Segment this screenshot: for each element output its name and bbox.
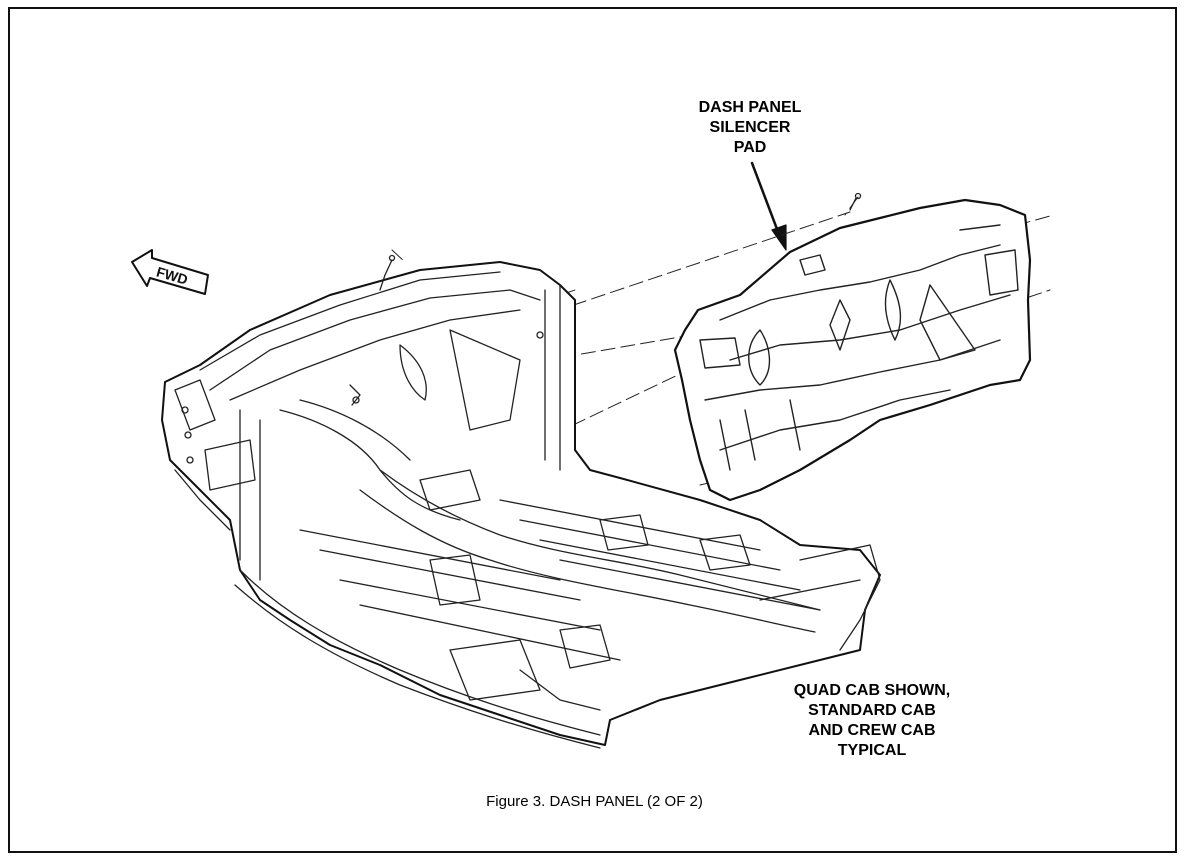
silencer-label-line-3: PAD <box>733 139 767 156</box>
cab-note-line-2: STANDARD CAB <box>808 702 936 719</box>
cab-note-line-1: QUAD CAB SHOWN, <box>793 682 951 699</box>
cab-note-line-3: AND CREW CAB <box>808 722 936 739</box>
silencer-label-line-1: DASH PANEL <box>698 99 802 116</box>
silencer-pad-leader-arrow <box>750 161 787 251</box>
cab-note-line-4: TYPICAL <box>837 742 907 759</box>
dash-panel-silencer-pad-label: DASH PANEL SILENCER PAD <box>672 98 828 158</box>
dash-panel-silencer-pad <box>673 198 1032 502</box>
forward-arrow-icon: FWD <box>131 249 209 295</box>
cab-type-note: QUAD CAB SHOWN, STANDARD CAB AND CREW CA… <box>764 681 980 761</box>
figure-frame <box>8 7 1177 853</box>
silencer-label-line-2: SILENCER <box>709 119 791 136</box>
cab-floor-structure <box>161 192 881 749</box>
figure-caption: Figure 3. DASH PANEL (2 OF 2) <box>486 793 703 810</box>
